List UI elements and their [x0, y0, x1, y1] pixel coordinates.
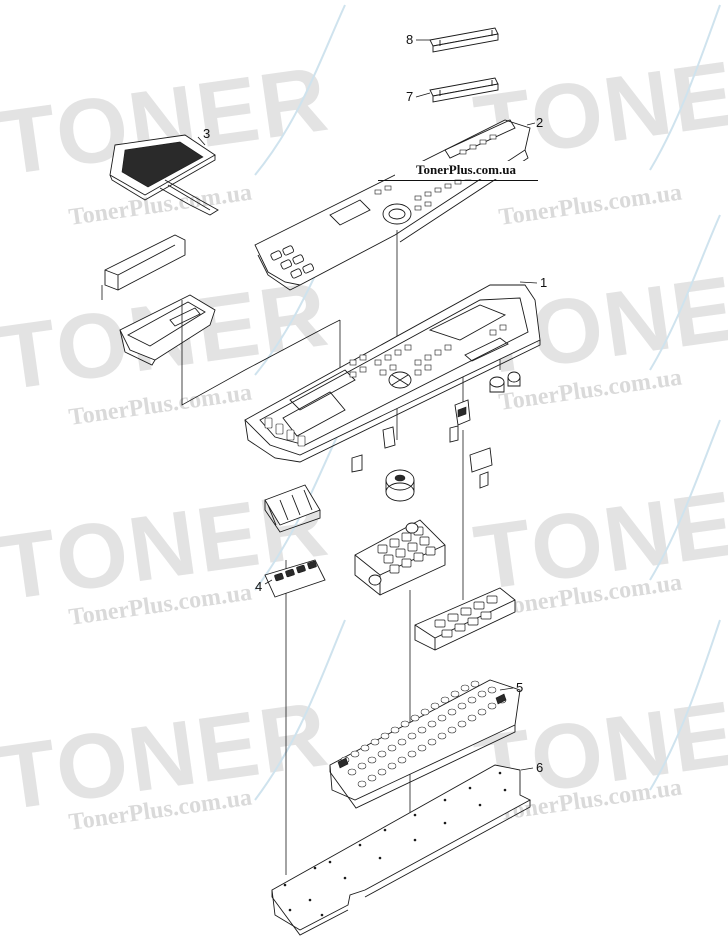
right-key-block: [414, 587, 516, 651]
callout-4: 4: [255, 579, 262, 594]
part-3-display: [109, 134, 219, 216]
part-8-strip: [429, 27, 499, 53]
watermark-site: TonerPlus.com.ua: [497, 180, 683, 231]
panel-small-parts: [351, 371, 521, 489]
part-6-circuit-board: [271, 764, 531, 936]
site-label: TonerPlus.com.ua: [395, 161, 537, 179]
callout-8: 8: [406, 32, 413, 47]
callout-numbers: 8 7 2 3 1 4 5 6: [203, 32, 547, 775]
left-key-block: [264, 484, 321, 533]
callout-6: 6: [536, 760, 543, 775]
center-key-cluster: [354, 519, 446, 596]
part-1-panel-frame: [244, 284, 541, 463]
display-holder: [104, 234, 216, 366]
part-5-rubber-keypad: [329, 679, 521, 809]
part-4-keypad: [264, 559, 326, 598]
callout-3: 3: [203, 126, 210, 141]
callout-5: 5: [516, 680, 523, 695]
part-7-strip: [429, 77, 499, 103]
navigation-dial: [385, 469, 415, 502]
watermark-site: TonerPlus.com.ua: [67, 180, 253, 231]
callout-1: 1: [540, 275, 547, 290]
callout-leaders: [197, 39, 538, 771]
site-label-underline: [378, 180, 538, 181]
callout-2: 2: [536, 115, 543, 130]
callout-7: 7: [406, 89, 413, 104]
